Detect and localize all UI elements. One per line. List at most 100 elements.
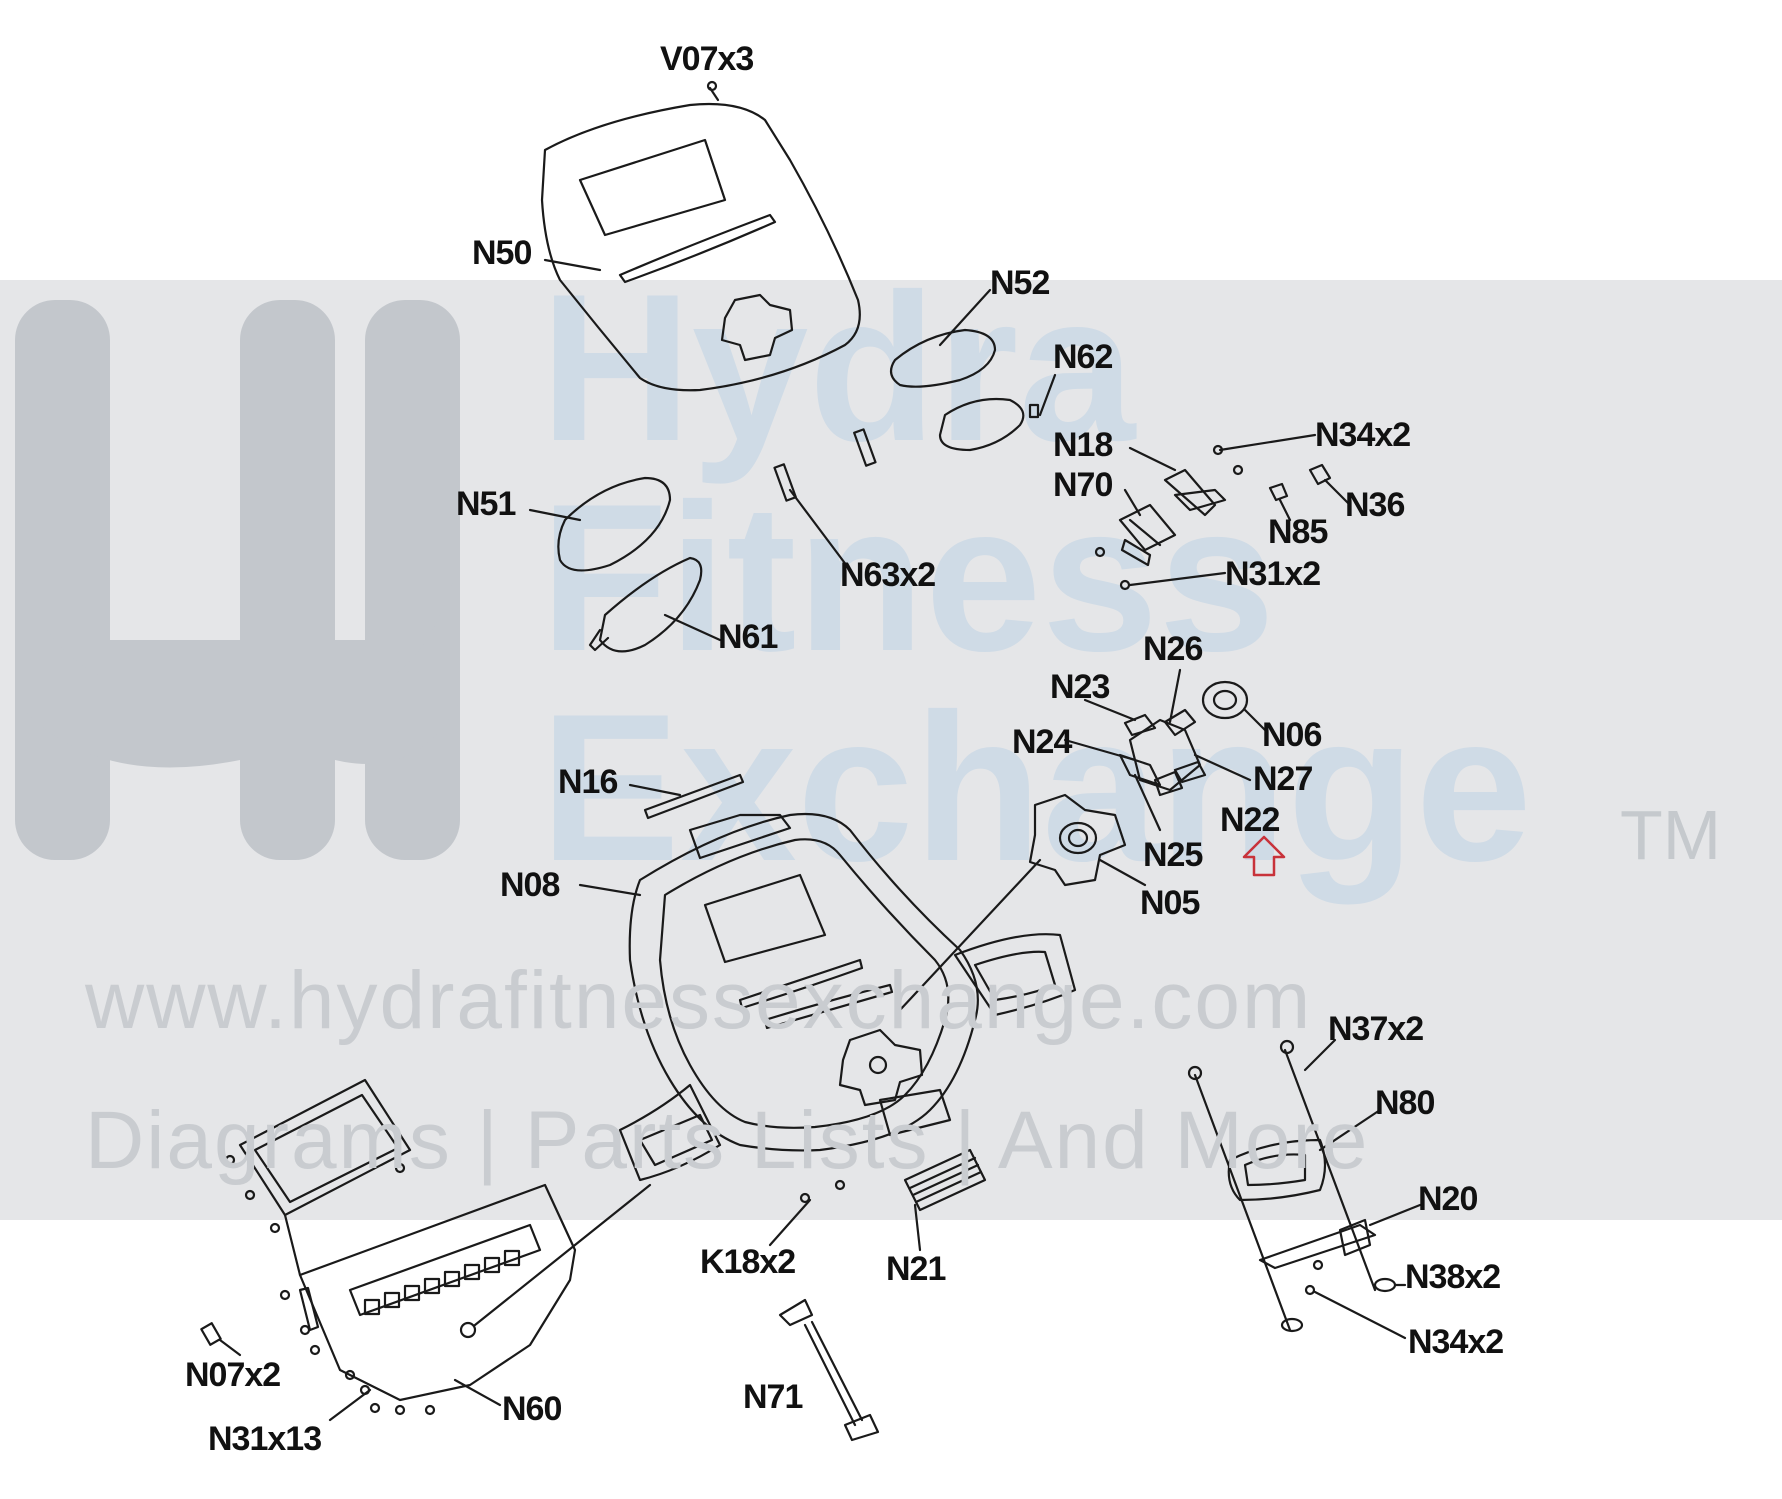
part-n61-cable <box>588 628 610 652</box>
leader-n26 <box>1168 668 1182 724</box>
label-n34x2-bottom: N34x2 <box>1408 1323 1504 1361</box>
leader-n63 <box>788 488 852 572</box>
part-k18-screw-b <box>834 1179 846 1191</box>
part-n07-screw <box>200 1322 242 1357</box>
label-n23: N23 <box>1050 668 1110 706</box>
label-n37x2: N37x2 <box>1328 1010 1424 1048</box>
label-n21: N21 <box>886 1250 946 1288</box>
part-n85-nut <box>1268 482 1289 502</box>
part-n36-nut <box>1308 463 1332 486</box>
label-n80: N80 <box>1375 1084 1435 1122</box>
part-k18-screw-a <box>799 1192 811 1204</box>
part-v07-screw <box>706 80 720 102</box>
part-n60-board <box>298 1183 577 1402</box>
label-n31x2: N31x2 <box>1225 555 1321 593</box>
label-n34x2-top: N34x2 <box>1315 416 1411 454</box>
part-n34-screw-bottom-a <box>1312 1259 1324 1271</box>
leader-n31-top <box>1128 571 1227 587</box>
part-n70-board <box>1118 503 1177 567</box>
leader-n60-pcb <box>473 1183 652 1327</box>
part-n63-clip-b <box>773 463 797 502</box>
label-n50: N50 <box>472 234 532 272</box>
part-n20-bracket <box>1258 1218 1377 1270</box>
label-n20: N20 <box>1418 1180 1478 1218</box>
leader-n21 <box>913 1203 922 1252</box>
label-n22: N22 <box>1220 801 1280 839</box>
label-n24: N24 <box>1012 723 1072 761</box>
leader-k18 <box>768 1198 812 1247</box>
leader-n08 <box>578 883 642 897</box>
label-n36: N36 <box>1345 486 1405 524</box>
leader-n37 <box>1303 1038 1337 1072</box>
part-n80-mount <box>1227 1138 1327 1202</box>
label-n31x13: N31x13 <box>208 1420 322 1458</box>
label-n08: N08 <box>500 866 560 904</box>
watermark-url: www.hydrafitnessexchange.com <box>85 955 1313 1046</box>
label-n70: N70 <box>1053 466 1113 504</box>
leader-n61 <box>663 613 722 642</box>
part-n25-button <box>1153 770 1184 797</box>
label-v07x3: V07x3 <box>660 40 754 78</box>
label-n06: N06 <box>1262 716 1322 754</box>
leader-n24 <box>1063 738 1137 762</box>
label-n61: N61 <box>718 618 778 656</box>
part-n23-button <box>1123 713 1157 737</box>
part-n31-screws-board <box>224 1154 436 1416</box>
leader-n36 <box>1323 478 1352 507</box>
label-n63x2: N63x2 <box>840 556 936 594</box>
leader-n52 <box>938 288 992 347</box>
part-n51-pad <box>557 476 672 572</box>
part-n62-pad <box>938 397 1025 452</box>
part-n08-console <box>618 812 1077 1182</box>
part-n34-screw-top <box>1212 444 1224 456</box>
leader-n25 <box>1133 773 1162 832</box>
part-n38-washer-b <box>1280 1317 1304 1333</box>
label-n85: N85 <box>1268 513 1328 551</box>
watermark-word-2: Fitness <box>540 460 1275 695</box>
part-n34-screw-bottom-b <box>1304 1284 1316 1296</box>
part-n61-pad <box>598 556 703 653</box>
label-n07x2: N07x2 <box>185 1356 281 1394</box>
part-n06-knob <box>1201 680 1249 720</box>
label-n26: N26 <box>1143 630 1203 668</box>
leader-n23 <box>1083 698 1137 722</box>
part-n34-screw-top-b <box>1232 464 1244 476</box>
label-k18x2: K18x2 <box>700 1243 796 1281</box>
leader-n06 <box>1243 708 1267 732</box>
label-n60: N60 <box>502 1390 562 1428</box>
label-n25: N25 <box>1143 836 1203 874</box>
part-n71-cable <box>778 1298 880 1442</box>
label-n52: N52 <box>990 264 1050 302</box>
n22-highlight-arrow <box>1242 835 1286 877</box>
part-n16-strip <box>643 773 745 820</box>
part-n38-washer-a <box>1373 1277 1397 1293</box>
leader-n05-dial <box>898 858 1042 1012</box>
leader-n80 <box>1318 1108 1382 1152</box>
label-n27: N27 <box>1253 760 1313 798</box>
label-n38x2: N38x2 <box>1405 1258 1501 1296</box>
watermark-tagline: Diagrams | Parts Lists | And More <box>85 1095 1370 1186</box>
leader-n62 <box>1038 373 1057 417</box>
leader-n70 <box>1123 488 1142 517</box>
label-n71: N71 <box>743 1378 803 1416</box>
leader-n34-top <box>1218 433 1317 452</box>
label-n18: N18 <box>1053 426 1113 464</box>
part-n21-grille <box>903 1148 987 1212</box>
leader-n27 <box>1193 753 1252 782</box>
part-n62-tab <box>1028 403 1040 419</box>
label-n05: N05 <box>1140 884 1200 922</box>
part-n31-screw-a <box>1094 546 1106 558</box>
leader-n16 <box>628 783 682 797</box>
part-n18-bracket <box>1163 468 1227 517</box>
label-n62: N62 <box>1053 338 1113 376</box>
leader-n60 <box>453 1378 502 1407</box>
leader-n05 <box>1098 858 1147 887</box>
leader-n51 <box>528 508 582 522</box>
leader-n85 <box>1278 498 1292 522</box>
label-n16: N16 <box>558 763 618 801</box>
leader-n20 <box>1368 1203 1422 1227</box>
label-n51: N51 <box>456 485 516 523</box>
watermark-logo <box>15 300 460 860</box>
